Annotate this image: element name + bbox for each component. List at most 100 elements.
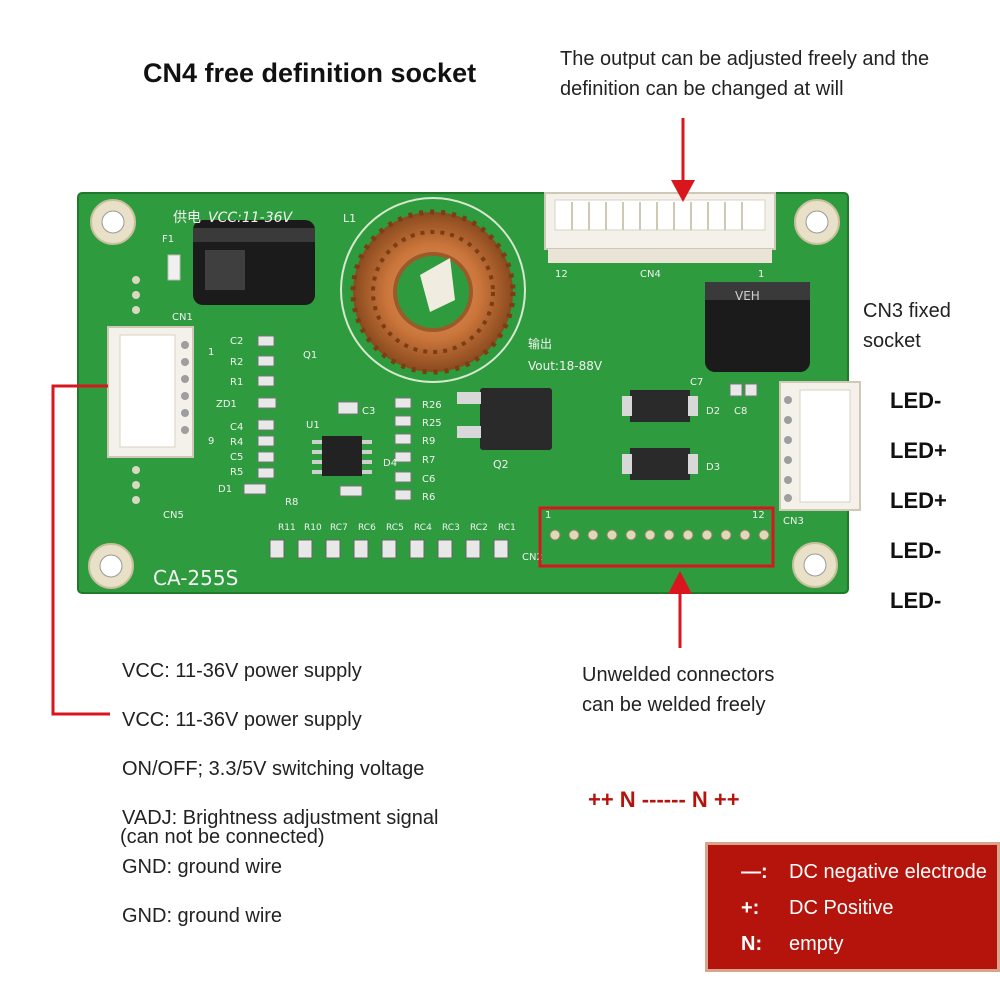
silk-cn1-pin1: 1 <box>208 347 214 358</box>
silk-r1: R1 <box>230 377 243 388</box>
silk-r5: R5 <box>230 467 243 478</box>
cn4-connector <box>544 192 776 263</box>
silk-cn4-pin1: 1 <box>758 269 764 280</box>
legend-text-negative: DC negative electrode <box>789 861 987 883</box>
annotation-lines <box>51 118 775 716</box>
silk-r26: R26 <box>422 400 442 411</box>
silk-vout: Vout:18-88V <box>528 359 603 373</box>
silk-q2: Q2 <box>493 458 509 471</box>
led-label-3: LED+ <box>890 488 947 513</box>
capacitor-output <box>705 282 810 372</box>
cn4-note: The output can be adjusted freely and th… <box>560 44 929 104</box>
cn3-note-line-1: CN3 fixed <box>863 300 951 322</box>
silk-cn5: CN5 <box>163 510 184 521</box>
cn4-note-line-1: The output can be adjusted freely and th… <box>560 48 930 70</box>
legend-row-empty: N:empty <box>741 933 843 956</box>
cn3-connector <box>779 381 861 511</box>
pin-label-4-note: (can not be connected) <box>120 826 325 848</box>
legend-symbol-empty: N: <box>741 933 763 955</box>
silk-cn4: CN4 <box>640 269 661 280</box>
diode-d3 <box>622 448 698 480</box>
smd-components <box>243 335 758 501</box>
pin-label-1: VCC: 11-36V power supply <box>122 660 362 682</box>
page-title: CN4 free definition socket <box>143 58 477 88</box>
silk-rc7: RC7 <box>330 523 348 533</box>
silk-cn2: CN2 <box>522 552 543 563</box>
mounting-hole-top-left <box>90 199 136 245</box>
cn1-connector <box>107 326 194 458</box>
via-column-left <box>132 276 140 504</box>
fuse <box>167 254 181 281</box>
silk-d1: D1 <box>218 484 232 495</box>
silk-r8: R8 <box>285 497 298 508</box>
silk-output-chinese: 输出 <box>528 336 552 351</box>
led-label-2: LED+ <box>890 438 947 463</box>
silk-r4: R4 <box>230 437 243 448</box>
silk-c8: C8 <box>734 406 747 417</box>
inductor-coil <box>340 197 526 383</box>
silk-vcc: VCC:11-36V <box>208 210 294 226</box>
silk-d3: D3 <box>706 462 720 473</box>
diode-d2 <box>622 390 698 422</box>
silk-r2: R2 <box>230 357 243 368</box>
cn4-arrow-head <box>671 180 695 202</box>
silk-rc2: RC2 <box>470 523 488 533</box>
mounting-hole-bottom-left <box>88 543 134 589</box>
silk-rc1: RC1 <box>498 523 516 533</box>
cn2-arrow-head <box>668 571 692 594</box>
silk-d4: D4 <box>383 458 397 469</box>
cn4-note-line-2: definition can be changed at will <box>560 78 844 100</box>
mounting-hole-top-right <box>794 199 840 245</box>
silk-c2: C2 <box>230 336 243 347</box>
led-label-1: LED- <box>890 388 942 413</box>
legend-row-positive: +: DC Positive <box>741 897 893 920</box>
silk-rc5: RC5 <box>386 523 404 533</box>
silk-cn1: CN1 <box>172 312 193 323</box>
capacitor-marking: VEH <box>735 289 760 303</box>
pin-label-6: GND: ground wire <box>122 905 283 927</box>
legend-symbol-negative: —: <box>741 861 768 883</box>
silk-zd1: ZD1 <box>216 399 237 410</box>
legend-symbol-positive: +: <box>741 897 760 919</box>
resistor-row <box>269 539 509 559</box>
pin-label-2: VCC: 11-36V power supply <box>122 709 362 731</box>
led-label-5: LED- <box>890 588 942 613</box>
silk-rc4: RC4 <box>414 523 432 533</box>
silk-power-chinese: 供电 <box>173 210 201 226</box>
cn2-pads <box>549 529 770 541</box>
silk-d2: D2 <box>706 406 720 417</box>
unwelded-note: Unwelded connectors can be welded freely <box>582 660 774 720</box>
silk-r9: R9 <box>422 436 435 447</box>
silk-q1: Q1 <box>303 350 317 361</box>
silk-cn4-pin12: 12 <box>555 269 568 280</box>
silk-r11: R11 <box>278 523 296 533</box>
silk-c7: C7 <box>690 377 703 388</box>
legend-row-negative: —: DC negative electrode <box>741 861 987 884</box>
unwelded-note-line-1: Unwelded connectors <box>582 664 775 686</box>
mosfet-q2 <box>457 388 552 450</box>
silk-cn1-pin9: 9 <box>208 436 214 447</box>
capacitor-input <box>193 220 315 305</box>
cn3-note-line-2: socket <box>863 330 921 352</box>
silk-r10: R10 <box>304 523 322 533</box>
pin-label-5: GND: ground wire <box>122 856 283 878</box>
pin-label-4: VADJ: Brightness adjustment signal <box>122 807 439 829</box>
legend-text-positive: DC Positive <box>789 897 894 919</box>
silk-u1: U1 <box>306 420 320 431</box>
silk-r7: R7 <box>422 455 435 466</box>
silk-cn2-pin12: 12 <box>752 510 765 521</box>
silk-cn2-pin1: 1 <box>545 510 551 521</box>
cn1-bracket-line <box>51 384 110 716</box>
mounting-hole-bottom-right <box>792 542 838 588</box>
silk-c5: C5 <box>230 452 243 463</box>
silk-rc3: RC3 <box>442 523 460 533</box>
silk-c3: C3 <box>362 406 375 417</box>
silk-rc6: RC6 <box>358 523 376 533</box>
unwelded-note-line-2: can be welded freely <box>582 694 766 716</box>
pin-label-3: ON/OFF; 3.3/5V switching voltage <box>122 758 425 780</box>
board-name: CA-255S <box>153 566 238 590</box>
silk-cn3: CN3 <box>783 516 804 527</box>
pin-polarity-line: ++ N ------ N ++ <box>588 787 740 812</box>
legend-box: —: DC negative electrode +: DC Positive N:… <box>705 842 1000 972</box>
